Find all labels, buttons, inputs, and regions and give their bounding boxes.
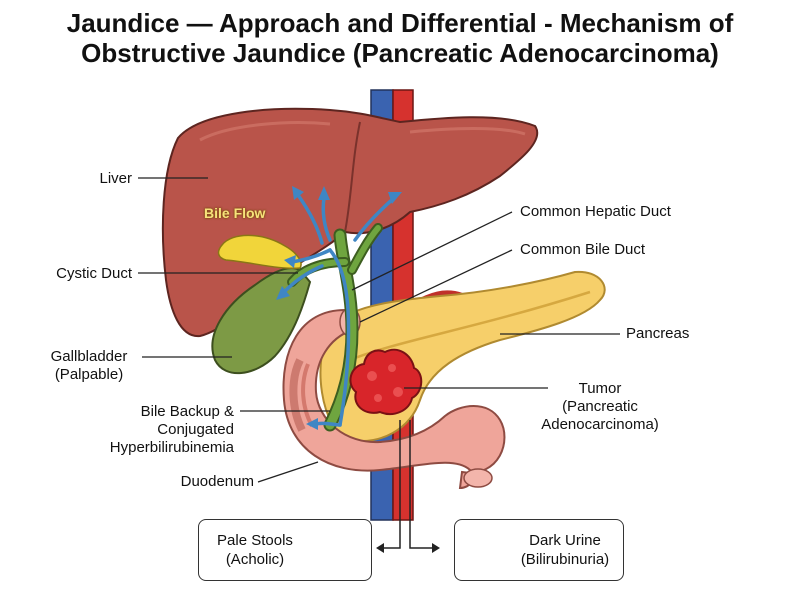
gallbladder-label-line-1: Gallbladder: [50, 348, 128, 365]
leader-lines: [138, 177, 620, 483]
dark-urine-line-1: Dark Urine: [529, 532, 601, 549]
bile-backup-label-line-2: Conjugated: [157, 421, 234, 438]
common-bile-duct-label: Common Bile Duct: [520, 241, 646, 258]
pale-stools-text: Pale Stools (Acholic): [207, 531, 303, 569]
outcome-arrows: [382, 420, 434, 549]
tumor: [349, 348, 423, 416]
pale-stools-box: Pale Stools (Acholic): [198, 519, 372, 581]
bile-flow-label: Bile Flow: [204, 205, 266, 221]
dark-urine-text: Dark Urine (Bilirubinuria): [511, 531, 619, 569]
pancreas-label: Pancreas: [626, 325, 690, 342]
bile-backup-label-line-1: Bile Backup &: [140, 403, 234, 420]
duodenum-label: Duodenum: [180, 473, 254, 490]
cystic-duct-label: Cystic Duct: [56, 265, 132, 282]
gallbladder-label: Gallbladder (Palpable): [34, 348, 144, 384]
bile-backup-label-line-3: Hyperbilirubinemia: [109, 439, 234, 456]
tumor-label: Tumor (Pancreatic Adenocarcinoma): [530, 380, 670, 434]
bile-flow-arrows: [282, 193, 396, 427]
bile-backup-label: Bile Backup & Conjugated Hyperbilirubine…: [80, 403, 234, 457]
bile-flow-arrowheads: [276, 186, 402, 430]
liver: [161, 107, 539, 338]
tumor-label-line-2: (Pancreatic: [562, 398, 638, 415]
liver-label: Liver: [99, 170, 132, 187]
pale-stools-line-1: Pale Stools: [217, 532, 293, 549]
pale-stools-line-2: (Acholic): [225, 551, 285, 568]
bile-pool: [217, 234, 302, 270]
common-hepatic-duct-label: Common Hepatic Duct: [520, 203, 671, 220]
outcome-arrowheads: [376, 543, 440, 553]
title-line-1: Jaundice — Approach and Differential - M…: [66, 8, 734, 38]
dark-urine-line-2: (Bilirubinuria): [520, 551, 610, 568]
gallbladder-label-line-2: (Palpable): [54, 366, 124, 383]
title-line-2: Obstructive Jaundice (Pancreatic Adenoca…: [81, 38, 719, 68]
dark-urine-box: Dark Urine (Bilirubinuria): [454, 519, 624, 581]
tumor-label-line-3: Adenocarcinoma): [541, 416, 659, 433]
page-title: Jaundice — Approach and Differential - M…: [0, 8, 800, 68]
tumor-label-line-1: Tumor: [578, 380, 622, 397]
